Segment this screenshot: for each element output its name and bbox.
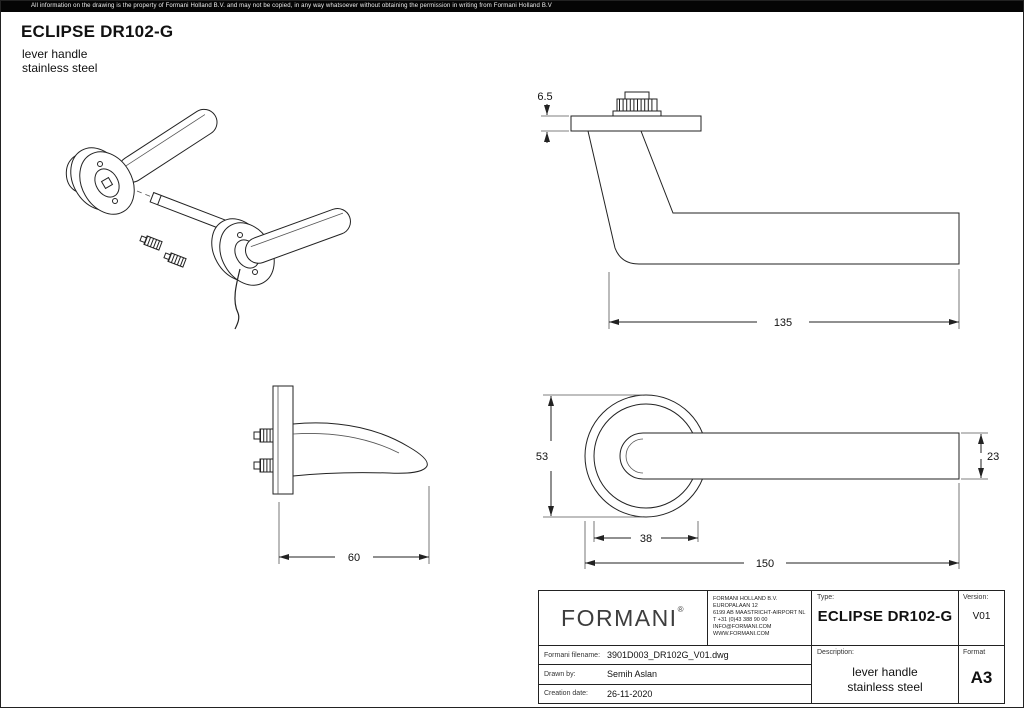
description-cell: Description: lever handle stainless stee… bbox=[812, 646, 958, 703]
dim-plate-thickness: 6.5 bbox=[537, 91, 552, 103]
filename-row: Formani filename: 3901D003_DR102G_V01.dw… bbox=[539, 646, 811, 666]
lever-grip-lower bbox=[245, 208, 351, 264]
logo-text: FORMANI bbox=[561, 604, 678, 631]
copyright-bar: All information on the drawing is the pr… bbox=[1, 1, 1023, 12]
format-cell: Format A3 bbox=[958, 646, 1004, 703]
type-cell: Type: ECLIPSE DR102-G bbox=[812, 591, 958, 645]
type-label: Type: bbox=[817, 594, 835, 601]
rose-upper bbox=[70, 147, 135, 215]
creation-date-value: 26-11-2020 bbox=[607, 688, 653, 699]
format-value: A3 bbox=[970, 668, 993, 687]
dimension-60: 60 bbox=[278, 486, 430, 564]
company-line: INFO@FORMANI.COM bbox=[713, 624, 772, 630]
title-block-right: Type: ECLIPSE DR102-G Version: V01 Descr… bbox=[811, 591, 1004, 703]
title-block-left: FORMANI® FORMANI HOLLAND B.V. EUROPALAAN… bbox=[539, 591, 811, 703]
fixing-screw-profile bbox=[253, 458, 274, 473]
company-line: FORMANI HOLLAND B.V. bbox=[713, 596, 778, 602]
dim-projection: 60 bbox=[348, 552, 360, 564]
description-line2: stainless steel bbox=[847, 680, 923, 694]
rose-plate-edge bbox=[570, 115, 702, 132]
description-label: Description: bbox=[817, 649, 854, 656]
fixing-screw bbox=[163, 252, 187, 268]
spring-pin bbox=[234, 268, 241, 330]
profile-view-drawing: 60 bbox=[253, 385, 430, 564]
knurled-fixing bbox=[612, 91, 662, 117]
company-line: T +31 (0)43 388 90 00 bbox=[713, 617, 768, 623]
subtitle-material: stainless steel bbox=[22, 61, 98, 75]
side-view-drawing: 6.5 135 bbox=[537, 91, 960, 329]
registered-mark: ® bbox=[677, 604, 685, 614]
subtitle-product: lever handle bbox=[22, 47, 88, 61]
filename-label: Formani filename: bbox=[544, 651, 601, 659]
page-title: ECLIPSE DR102-G bbox=[21, 22, 174, 41]
rose-plate-profile bbox=[272, 385, 294, 495]
lever-profile-outline bbox=[292, 422, 428, 477]
dim-rose-diameter: 53 bbox=[536, 451, 548, 463]
type-value: ECLIPSE DR102-G bbox=[817, 608, 953, 625]
format-label: Format bbox=[963, 649, 986, 656]
drawn-by-label: Drawn by: bbox=[544, 670, 576, 678]
company-line: EUROPALAAN 12 bbox=[713, 603, 758, 609]
description-line1: lever handle bbox=[852, 665, 918, 679]
filename-value: 3901D003_DR102G_V01.dwg bbox=[607, 650, 729, 661]
dimension-135: 135 bbox=[608, 269, 960, 329]
lever-front-outline bbox=[619, 432, 960, 480]
dimension-53: 53 bbox=[536, 394, 643, 518]
creation-date-row: Creation date: 26-11-2020 bbox=[539, 685, 811, 703]
dimension-23: 23 bbox=[961, 432, 999, 480]
exploded-view-drawing bbox=[65, 108, 351, 330]
version-cell: Version: V01 bbox=[958, 591, 1004, 645]
version-value: V01 bbox=[972, 611, 991, 622]
dimension-38: 38 bbox=[593, 521, 699, 545]
formani-logo: FORMANI® bbox=[539, 591, 707, 645]
dim-rose-width: 38 bbox=[640, 533, 652, 545]
dim-lever-height: 23 bbox=[987, 451, 999, 463]
dimension-150: 150 bbox=[584, 483, 960, 570]
lever-side-outline bbox=[587, 130, 960, 265]
drawn-by-value: Semih Aslan bbox=[607, 669, 658, 680]
creation-date-label: Creation date: bbox=[544, 690, 588, 698]
fixing-screw bbox=[139, 235, 163, 251]
dimension-thickness: 6.5 bbox=[537, 91, 569, 143]
title-block: FORMANI® FORMANI HOLLAND B.V. EUROPALAAN… bbox=[538, 590, 1005, 704]
dim-lever-length: 135 bbox=[774, 317, 792, 329]
company-info: FORMANI HOLLAND B.V. EUROPALAAN 12 6199 … bbox=[707, 591, 811, 645]
version-label: Version: bbox=[963, 594, 989, 601]
assembly-axis bbox=[136, 190, 153, 198]
drawn-by-row: Drawn by: Semih Aslan bbox=[539, 665, 811, 685]
front-view-drawing: 53 38 150 23 bbox=[536, 394, 999, 570]
fixing-screw-profile bbox=[253, 428, 274, 443]
dim-total-length: 150 bbox=[756, 558, 774, 570]
company-line: WWW.FORMANI.COM bbox=[713, 631, 770, 637]
company-line: 6199 AB MAASTRICHT-AIRPORT NL bbox=[713, 610, 806, 616]
